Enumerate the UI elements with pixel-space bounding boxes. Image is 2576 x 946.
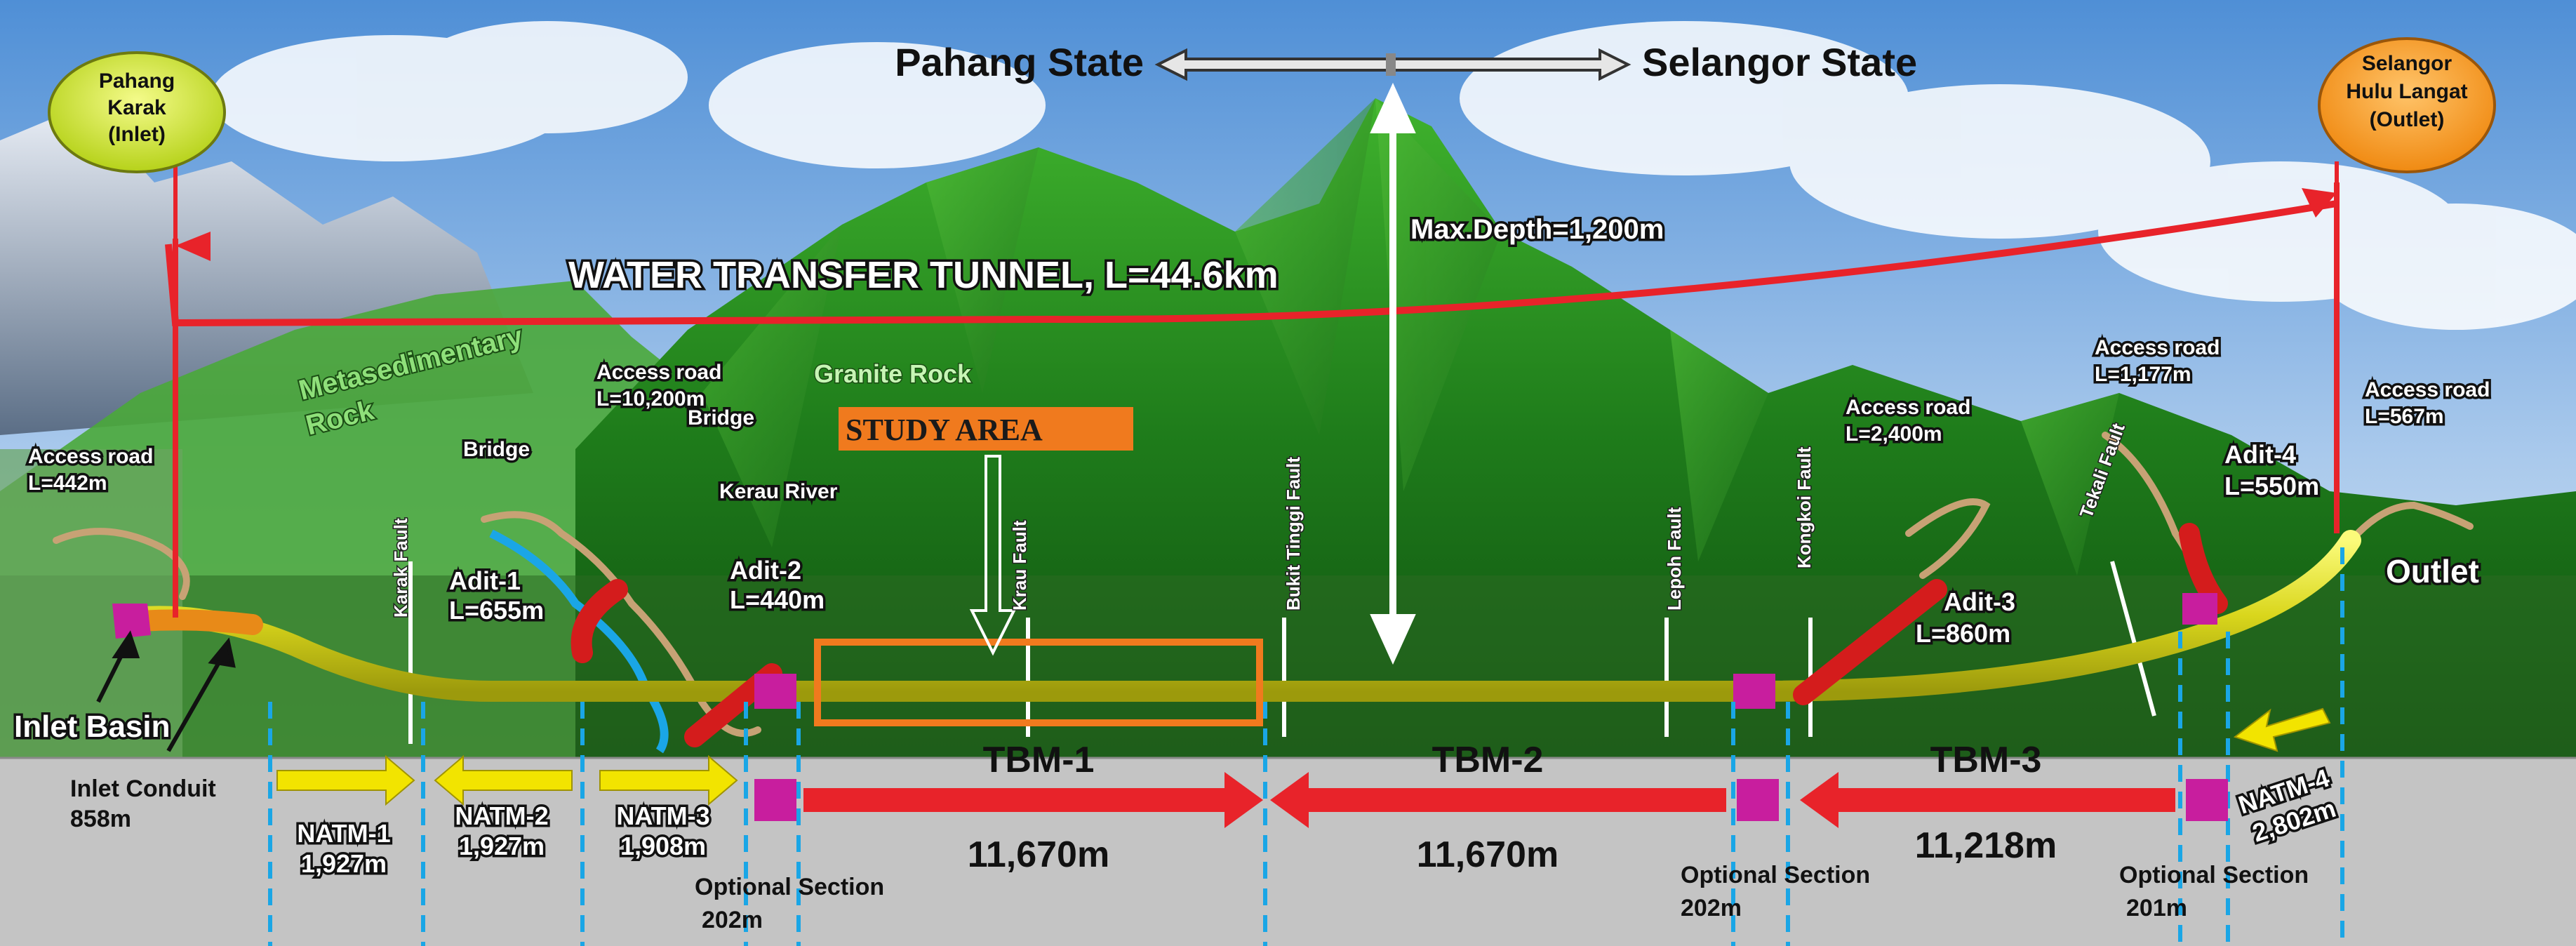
optional-section-3-line-1: Optional Section xyxy=(2119,862,2309,888)
optional-section-1-line-1: Optional Section xyxy=(695,874,884,900)
natm-1-arrow xyxy=(276,754,415,806)
access-road-4-line-2: L=1,177m xyxy=(2095,363,2191,386)
adit-2-line-1: Adit-2 xyxy=(730,556,801,585)
natm-2-arrow xyxy=(434,754,573,806)
access-road-3-line-2: L=2,400m xyxy=(1846,422,1942,446)
tbm-2-arrow xyxy=(1270,772,1726,828)
access-road-1-line-2: L=442m xyxy=(28,472,107,495)
granite-rock-label: Granite Rock xyxy=(814,359,972,388)
outlet-bubble-line-2: Hulu Langat xyxy=(2346,80,2467,103)
adit-2-line-2: L=440m xyxy=(730,585,825,614)
adit-1-line-2: L=655m xyxy=(449,596,544,625)
natm-arrows xyxy=(276,707,2331,806)
inlet-conduit-pipe xyxy=(130,609,263,635)
natm-2-name: NATM-2 xyxy=(455,801,548,830)
fault-label-krau: Krau Fault xyxy=(1009,520,1030,611)
tbm-2-name: TBM-2 xyxy=(1432,740,1544,780)
fault-label-lepoh: Lepoh Fault xyxy=(1664,507,1685,611)
access-road-1-line-1: Access road xyxy=(28,445,153,468)
right-state-label: Selangor State xyxy=(1642,40,1917,84)
bridge-label-2: Bridge xyxy=(688,406,754,429)
tbm-arrows xyxy=(803,772,2175,828)
optional-section-squares xyxy=(754,779,2228,821)
inlet-conduit-line-2: 858m xyxy=(70,806,131,832)
natm-2-length: 1,927m xyxy=(459,832,545,860)
foreground-band xyxy=(0,575,2576,758)
adit-4-line-2: L=550m xyxy=(2224,472,2319,500)
tbm-3-name: TBM-3 xyxy=(1930,740,2042,780)
access-road-5-line-2: L=567m xyxy=(2365,405,2444,428)
adit-3-line-1: Adit-3 xyxy=(1944,587,2015,616)
optional-section-2-line-2: 202m xyxy=(1681,895,1742,921)
study-area-label-bg xyxy=(839,407,1133,451)
fault-label-karak: Karak Fault xyxy=(390,518,411,618)
adit-1-line-1: Adit-1 xyxy=(449,566,521,595)
left-state-label: Pahang State xyxy=(895,40,1144,84)
state-arrow xyxy=(1154,48,1631,81)
mountain-facets xyxy=(702,98,2119,575)
clouds xyxy=(211,21,2576,330)
natm-3-length: 1,908m xyxy=(620,832,706,860)
section-dividers xyxy=(268,547,2344,946)
tunnel-title: WATER TRANSFER TUNNEL, L=44.6km xyxy=(568,254,1279,296)
adit-4-line-1: Adit-4 xyxy=(2224,440,2296,469)
fault-label-bukit-tinggi: Bukit Tinggi Fault xyxy=(1283,457,1304,611)
tunnel-length-arrow xyxy=(165,200,2337,327)
natm-3-arrow xyxy=(599,754,738,806)
inlet-bubble-line-3: (Inlet) xyxy=(108,123,166,146)
natm-3-name: NATM-3 xyxy=(616,801,709,830)
outlet-bubble-line-3: (Outlet) xyxy=(2370,108,2445,131)
access-road-2-line-2: L=10,200m xyxy=(596,387,705,411)
tbm-3-arrow xyxy=(1800,772,2175,828)
tbm-2-length: 11,670m xyxy=(1417,834,1559,875)
inlet-conduit-line-1: Inlet Conduit xyxy=(70,775,216,802)
inlet-basin-label: Inlet Basin xyxy=(14,710,171,744)
fault-label-kongkoi: Kongkoi Fault xyxy=(1794,446,1815,568)
inlet-bubble-line-1: Pahang xyxy=(99,69,175,93)
access-road-5-line-1: Access road xyxy=(2365,378,2490,401)
access-road-3-line-1: Access road xyxy=(1846,396,1970,419)
tbm-1-arrow xyxy=(803,772,1263,828)
tbm-1-length: 11,670m xyxy=(968,834,1109,875)
access-road-2-line-1: Access road xyxy=(596,361,721,384)
tbm-1-name: TBM-1 xyxy=(983,740,1095,780)
optional-section-1-line-2: 202m xyxy=(702,907,763,933)
outlet-bubble xyxy=(2318,37,2496,173)
study-area-box xyxy=(814,639,1263,726)
study-area-arrow xyxy=(969,455,1017,656)
outlet-bubble-line-1: Selangor xyxy=(2362,52,2452,75)
study-area-label: STUDY AREA xyxy=(846,413,1043,447)
adit-3-line-2: L=860m xyxy=(1916,619,2010,648)
optional-section-2-line-1: Optional Section xyxy=(1681,862,1870,888)
bridge-label-1: Bridge xyxy=(463,438,530,461)
outlet-label: Outlet xyxy=(2386,553,2479,589)
access-road-4-line-1: Access road xyxy=(2095,336,2220,359)
magenta-junctions xyxy=(112,593,2217,709)
max-depth-arrow xyxy=(1370,82,1416,665)
inlet-bubble-line-2: Karak xyxy=(107,96,166,119)
inlet-bubble xyxy=(48,51,226,173)
river-label: Kerau River xyxy=(719,480,838,503)
optional-section-3-line-2: 201m xyxy=(2126,895,2187,921)
pointer-arrows xyxy=(96,630,236,752)
inlet-hill xyxy=(0,449,182,758)
max-depth-label: Max.Depth=1,200m xyxy=(1410,214,1664,245)
natm-4-arrow xyxy=(2233,707,2331,752)
natm-1-name: NATM-1 xyxy=(297,819,390,848)
natm-1-length: 1,927m xyxy=(301,849,387,878)
kerau-river xyxy=(489,529,669,754)
tbm-3-length: 11,218m xyxy=(1915,825,2057,866)
